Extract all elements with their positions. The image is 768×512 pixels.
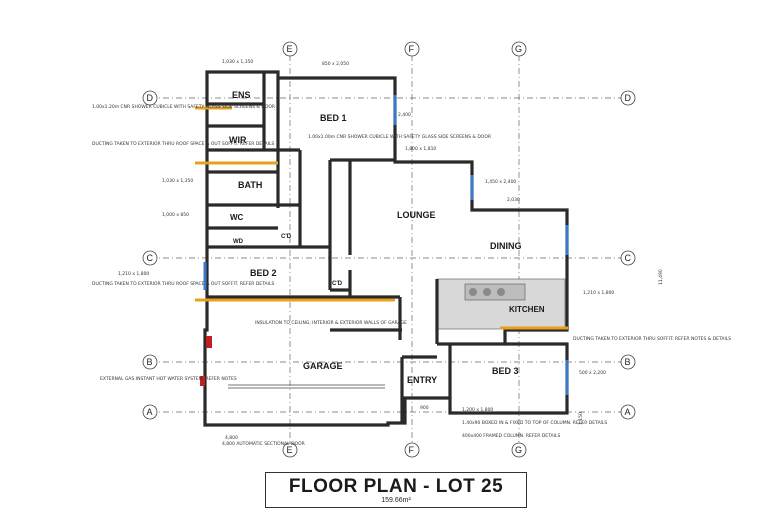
grid-bubble-a-left: A bbox=[142, 404, 158, 420]
room-ens: ENS bbox=[232, 90, 251, 100]
room-wir: WIR bbox=[229, 135, 247, 145]
mark-w9: 1,210 x 1,800 bbox=[118, 271, 149, 277]
mark-w10: 1,210 x 1,800 bbox=[583, 290, 614, 296]
svg-text:A: A bbox=[625, 407, 631, 417]
svg-text:D: D bbox=[147, 93, 154, 103]
svg-text:F: F bbox=[409, 44, 415, 54]
note-duct1: DUCTING TAKEN TO EXTERIOR THRU ROOF SPAC… bbox=[92, 141, 274, 147]
grid-bubble-d-right: D bbox=[620, 90, 636, 106]
svg-text:G: G bbox=[515, 44, 522, 54]
room-bed3: BED 3 bbox=[492, 366, 519, 376]
title-block: FLOOR PLAN - LOT 25 159.66m² bbox=[265, 472, 527, 508]
svg-text:C: C bbox=[625, 253, 632, 263]
stool-1 bbox=[469, 288, 477, 296]
kitchen-bench bbox=[464, 283, 526, 301]
svg-text:E: E bbox=[287, 44, 293, 54]
svg-text:F: F bbox=[409, 445, 415, 455]
grid-bubble-g-bottom: G bbox=[511, 442, 527, 458]
svg-text:B: B bbox=[147, 357, 153, 367]
mark-w11: 500 x 2,200 bbox=[579, 370, 606, 376]
note-duct3: DUCTING TAKEN TO EXTERIOR THRU SOFFIT. R… bbox=[573, 336, 731, 342]
grid-bubble-c-right: C bbox=[620, 250, 636, 266]
outer-wall bbox=[203, 70, 569, 427]
grid-bubble-c-left: C bbox=[142, 250, 158, 266]
gas-marker bbox=[200, 376, 205, 386]
room-dining: DINING bbox=[490, 241, 522, 251]
grid-bubble-e-top: E bbox=[282, 41, 298, 57]
mark-w1: 1,030 x 1,350 bbox=[222, 59, 253, 65]
note-shower2: 1.00x1.00m CNR SHOWER CUBICLE WITH SAFET… bbox=[308, 134, 491, 140]
room-cd1: C'D bbox=[281, 234, 292, 240]
mark-w7: 1,450 x 2,400 bbox=[485, 179, 516, 185]
room-cd2: C'D bbox=[332, 281, 343, 287]
dim-d2: 1,150 bbox=[578, 412, 584, 425]
internal-walls bbox=[207, 72, 505, 423]
room-garage: GARAGE bbox=[303, 361, 343, 371]
mark-w14: 900 bbox=[420, 405, 429, 411]
meter-marker bbox=[206, 336, 212, 348]
mark-w2: 850 x 2,050 bbox=[322, 61, 349, 67]
note-framed: 400x400 FRAMED COLUMN. REFER DETAILS bbox=[462, 433, 560, 439]
note-duct2: DUCTING TAKEN TO EXTERIOR THRU ROOF SPAC… bbox=[92, 281, 274, 287]
mark-w6: 1,800 x 1,810 bbox=[405, 146, 436, 152]
grid-bubble-g-top: G bbox=[511, 41, 527, 57]
floor-area: 159.66m² bbox=[381, 497, 411, 504]
grid-bubble-a-right: A bbox=[620, 404, 636, 420]
svg-text:C: C bbox=[147, 253, 154, 263]
mark-w12: 4,800 bbox=[225, 435, 238, 441]
svg-text:E: E bbox=[287, 445, 293, 455]
room-wc: WC bbox=[230, 213, 244, 222]
room-kitchen: KITCHEN bbox=[509, 305, 545, 314]
mark-w3: 2,400 bbox=[398, 112, 411, 118]
stool-3 bbox=[497, 288, 505, 296]
mark-w4: 1,030 x 1,350 bbox=[162, 178, 193, 184]
grid-bubble-f-top: F bbox=[404, 41, 420, 57]
mark-w5: 1,000 x 850 bbox=[162, 212, 189, 218]
grid-bubble-b-left: B bbox=[142, 354, 158, 370]
dim-d1: 11,490 bbox=[658, 269, 664, 285]
room-bath: BATH bbox=[238, 180, 262, 190]
grid-bubble-b-right: B bbox=[620, 354, 636, 370]
svg-text:G: G bbox=[515, 445, 522, 455]
room-bed2: BED 2 bbox=[250, 268, 277, 278]
mark-w13: 1,200 x 1,800 bbox=[462, 407, 493, 413]
note-column: 1.40x90 BOXED IN & FIXED TO TOP OF COLUM… bbox=[462, 420, 607, 426]
svg-text:B: B bbox=[625, 357, 631, 367]
grid-bubble-e-bottom: E bbox=[282, 442, 298, 458]
note-gas: EXTERNAL GAS INSTANT HOT WATER SYSTEM. R… bbox=[100, 376, 237, 382]
svg-text:D: D bbox=[625, 93, 632, 103]
note-insulation: INSULATION TO CEILING, INTERIOR & EXTERI… bbox=[255, 320, 407, 326]
room-lounge: LOUNGE bbox=[397, 210, 436, 220]
page-title: FLOOR PLAN - LOT 25 bbox=[288, 476, 504, 497]
note-door: 4,800 AUTOMATIC SECTIONAL DOOR bbox=[222, 441, 305, 447]
note-shower1: 1.00x1.20m CNR SHOWER CUBICLE WITH SAFET… bbox=[92, 104, 275, 110]
stool-2 bbox=[483, 288, 491, 296]
room-entry: ENTRY bbox=[407, 375, 437, 385]
room-bed1: BED 1 bbox=[320, 113, 347, 123]
mark-w8: 2,030 bbox=[507, 197, 520, 203]
room-wd: WD bbox=[233, 239, 244, 245]
grid-bubble-f-bottom: F bbox=[404, 442, 420, 458]
grid-bubble-d-left: D bbox=[142, 90, 158, 106]
svg-text:A: A bbox=[147, 407, 153, 417]
